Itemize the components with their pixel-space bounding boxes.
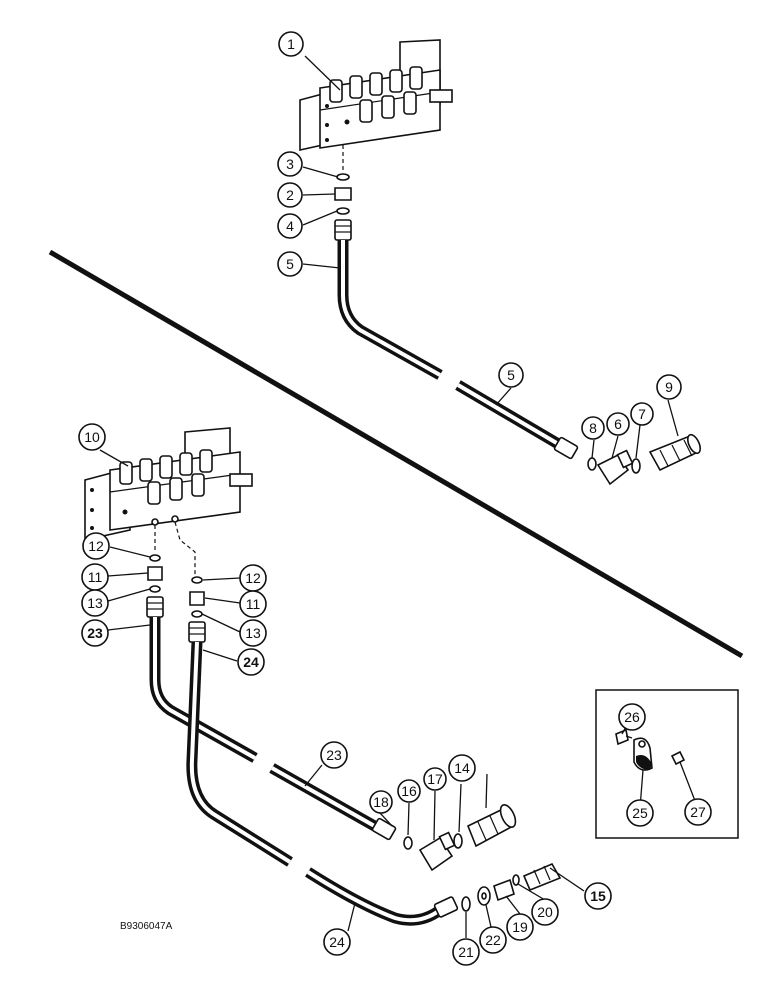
- callout-15: 15: [584, 882, 612, 910]
- callout-24-bottom: 24: [323, 928, 351, 956]
- callout-5-mid: 5: [498, 362, 524, 388]
- callout-13-left: 13: [81, 589, 109, 617]
- callout-23-left: 23: [81, 619, 109, 647]
- hose-23: [149, 617, 397, 841]
- svg-text:26: 26: [624, 709, 640, 725]
- callout-25: 25: [626, 799, 654, 827]
- callout-22: 22: [479, 926, 507, 954]
- svg-text:10: 10: [84, 429, 100, 445]
- callout-12-left: 12: [82, 532, 110, 560]
- callout-6: 6: [606, 412, 630, 436]
- svg-text:7: 7: [638, 406, 646, 422]
- callout-11-left: 11: [81, 563, 109, 591]
- svg-text:27: 27: [690, 804, 706, 820]
- callout-1: 1: [278, 31, 304, 57]
- callout-21: 21: [452, 938, 480, 966]
- svg-text:16: 16: [401, 783, 417, 799]
- callout-23-mid: 23: [320, 741, 348, 769]
- svg-text:1: 1: [287, 36, 295, 52]
- svg-text:6: 6: [614, 416, 622, 432]
- upper-valve-assembly: [299, 39, 453, 241]
- svg-text:2: 2: [286, 187, 294, 203]
- callout-17: 17: [423, 767, 447, 791]
- lower-valve-assembly: [84, 427, 253, 643]
- hose-5: [337, 240, 579, 460]
- callout-18: 18: [369, 790, 393, 814]
- svg-text:24: 24: [243, 654, 259, 670]
- svg-text:18: 18: [373, 794, 389, 810]
- callout-3: 3: [277, 151, 303, 177]
- callout-16: 16: [397, 779, 421, 803]
- callout-4: 4: [277, 213, 303, 239]
- callout-14: 14: [448, 754, 476, 782]
- svg-text:23: 23: [87, 625, 103, 641]
- callout-7: 7: [630, 402, 654, 426]
- svg-text:17: 17: [427, 771, 443, 787]
- callout-20: 20: [531, 898, 559, 926]
- callout-11-right: 11: [239, 590, 267, 618]
- lower-end-fittings-b: [461, 862, 562, 912]
- svg-text:15: 15: [590, 888, 606, 904]
- svg-text:14: 14: [454, 760, 470, 776]
- callout-leaders: [99, 55, 698, 938]
- svg-text:5: 5: [507, 367, 515, 383]
- svg-text:13: 13: [245, 625, 261, 641]
- callout-12-right: 12: [239, 564, 267, 592]
- callout-5-top: 5: [277, 251, 303, 277]
- svg-text:12: 12: [245, 570, 261, 586]
- lower-end-fittings-a: [403, 804, 517, 872]
- callout-8: 8: [581, 416, 605, 440]
- svg-text:24: 24: [329, 934, 345, 950]
- svg-text:4: 4: [286, 218, 294, 234]
- svg-text:25: 25: [632, 805, 648, 821]
- callout-19: 19: [506, 913, 534, 941]
- svg-text:12: 12: [88, 538, 104, 554]
- svg-text:21: 21: [458, 944, 474, 960]
- inset-box: [595, 689, 739, 839]
- svg-text:8: 8: [589, 420, 597, 436]
- svg-text:5: 5: [286, 256, 294, 272]
- svg-text:3: 3: [286, 156, 294, 172]
- callout-10: 10: [78, 423, 106, 451]
- svg-text:23: 23: [326, 747, 342, 763]
- svg-text:19: 19: [512, 919, 528, 935]
- svg-text:11: 11: [246, 596, 261, 612]
- svg-text:9: 9: [665, 379, 673, 395]
- callout-27: 27: [684, 798, 712, 826]
- figure-code: B9306047A: [120, 921, 173, 932]
- callout-26: 26: [618, 703, 646, 731]
- separator-line: [48, 249, 744, 659]
- callout-2: 2: [277, 182, 303, 208]
- svg-text:22: 22: [485, 932, 501, 948]
- callout-9: 9: [656, 374, 682, 400]
- svg-text:11: 11: [88, 569, 103, 585]
- callout-13-right: 13: [239, 619, 267, 647]
- svg-text:20: 20: [537, 904, 553, 920]
- upper-end-fittings: [587, 433, 701, 486]
- svg-text:13: 13: [87, 595, 103, 611]
- callout-24-right: 24: [237, 648, 265, 676]
- hose-24: [186, 641, 459, 926]
